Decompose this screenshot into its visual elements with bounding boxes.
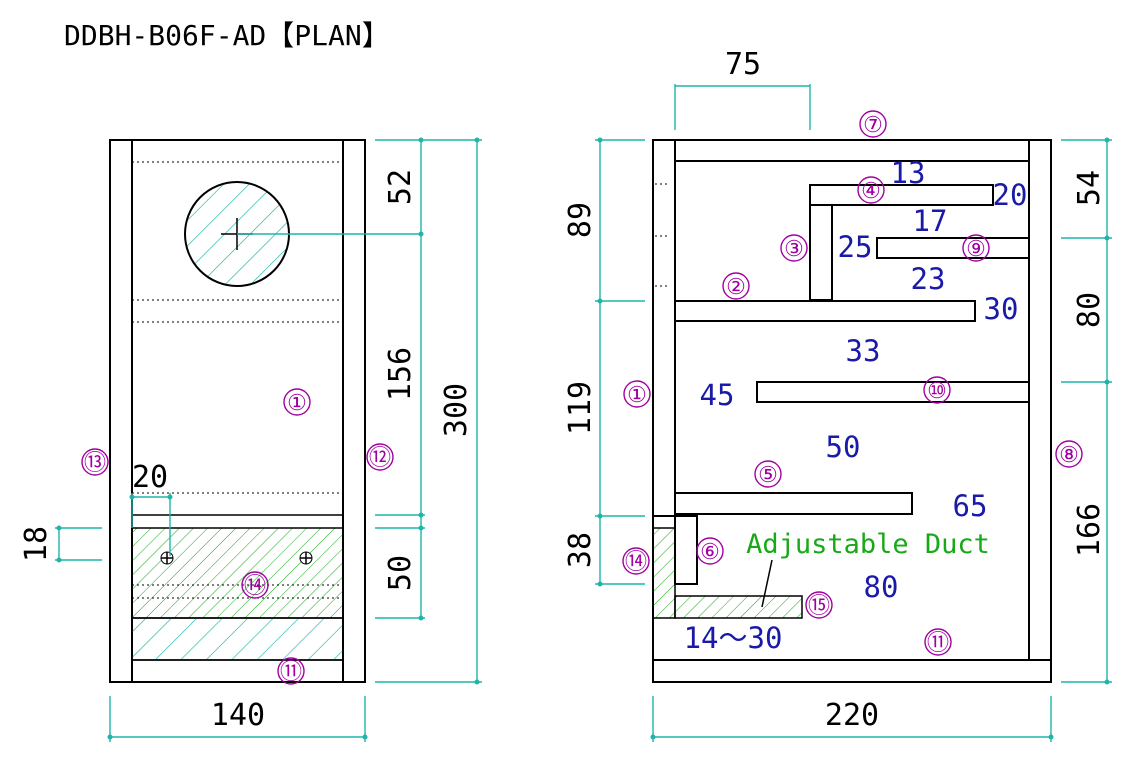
gap-value-65: 65 [953, 489, 988, 523]
dim-inset: 20 [132, 460, 168, 495]
shelf-4 [809, 184, 994, 206]
part-label-9: ⑨ [966, 237, 986, 262]
gap-value-50: 50 [826, 430, 861, 464]
gap-value-23: 23 [911, 262, 946, 296]
part-label-front-14: ⑭ [244, 574, 266, 599]
part-label-5: ⑤ [758, 463, 778, 488]
part-label-13: ⑬ [84, 451, 106, 476]
gap-value-45: 45 [700, 378, 735, 412]
shelf-9 [876, 237, 1030, 259]
drawing-title: DDBH-B06F-AD【PLAN】 [64, 19, 390, 52]
dim-right-80: 80 [1072, 292, 1107, 328]
bottom-block-front [131, 617, 344, 661]
side-view [595, 84, 1112, 742]
dim-left-119: 119 [563, 381, 598, 435]
gap-value-17: 17 [913, 204, 948, 238]
dim-right-166: 166 [1072, 503, 1107, 557]
part-label-12: ⑫ [369, 446, 391, 471]
part-label-side-11: ⑪ [927, 631, 949, 656]
dim-side-width: 220 [825, 698, 879, 733]
part-label-front-1: ① [287, 391, 307, 416]
adjustable-duct-front [131, 527, 344, 619]
dim-top-duct-width: 75 [725, 47, 761, 82]
part-15-duct [674, 595, 803, 619]
gap-value-20: 20 [993, 178, 1028, 212]
shelf-5 [674, 492, 913, 515]
shelf-6 [674, 515, 698, 585]
front-baffle [652, 139, 676, 517]
front-view [55, 137, 482, 742]
right-side-panel [342, 139, 366, 683]
dim-speaker-offset: 52 [383, 169, 418, 205]
part-label-15: ⑮ [808, 594, 830, 619]
dim-mid-height: 156 [383, 347, 418, 401]
part-14-side [652, 527, 676, 619]
gap-value-25: 25 [838, 230, 873, 264]
part-label-6: ⑥ [700, 540, 720, 565]
part-label-2: ② [726, 275, 746, 300]
dim-right-54: 54 [1072, 170, 1107, 206]
shelf-10 [756, 381, 1030, 403]
bottom-panel [652, 659, 1052, 683]
dim-left-89: 89 [563, 202, 598, 238]
dim-left-38: 38 [563, 532, 598, 568]
adjustable-duct-annotation: Adjustable Duct [746, 529, 990, 560]
part-label-side-1: ① [627, 383, 647, 408]
part-label-7: ⑦ [863, 113, 883, 138]
shelf-2 [674, 300, 976, 322]
back-panel [1028, 139, 1052, 683]
shelf-3 [809, 204, 833, 301]
part-label-3: ③ [784, 237, 804, 262]
gap-value-13: 13 [891, 156, 926, 190]
part-label-4: ④ [861, 179, 881, 204]
part-label-10: ⑩ [927, 379, 947, 404]
gap-value-30: 30 [984, 292, 1019, 326]
top-panel [674, 139, 1030, 162]
gap-value-33: 33 [846, 334, 881, 368]
gap-value-14-30: 14～30 [684, 621, 783, 655]
dim-duct-block-height: 50 [383, 555, 418, 591]
gap-value-80: 80 [864, 570, 899, 604]
dim-thickness: 18 [19, 526, 54, 562]
dim-total-height: 300 [439, 383, 474, 437]
part-label-8: ⑧ [1059, 443, 1079, 468]
part-label-side-14: ⑭ [625, 550, 647, 575]
part-label-front-11: ⑪ [280, 660, 302, 685]
dim-front-width: 140 [211, 698, 265, 733]
left-side-panel [109, 139, 133, 683]
